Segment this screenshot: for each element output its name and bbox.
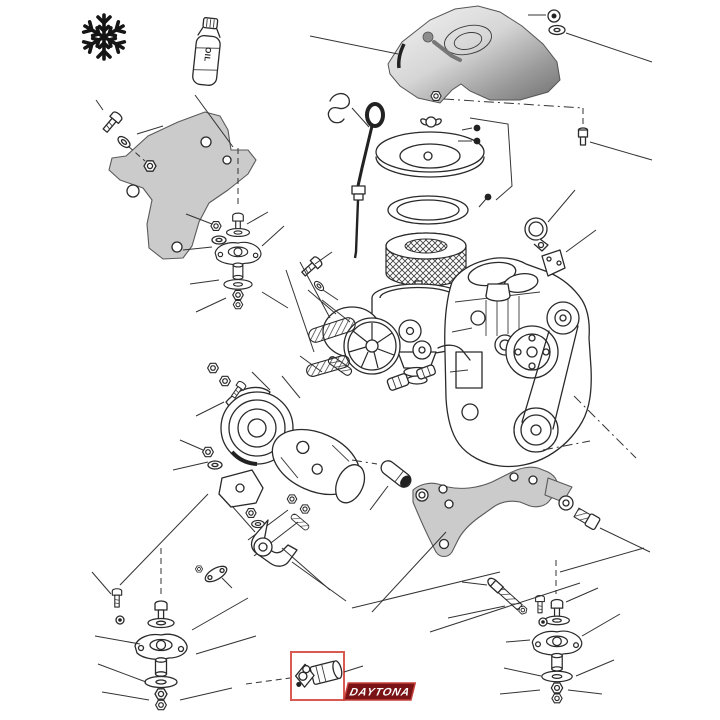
oil-label: OIL <box>202 47 213 63</box>
engine-block <box>437 229 637 468</box>
clamp-ring <box>524 217 549 252</box>
spacer-pin <box>351 459 412 511</box>
oil-bottle-icon: OIL <box>192 17 221 86</box>
cover-fasteners <box>430 9 653 252</box>
snowflake-icon <box>80 13 128 61</box>
highlighted-valve <box>245 660 364 688</box>
dipstick <box>351 102 385 259</box>
highlight-box <box>290 651 345 701</box>
engine-mount-front <box>182 148 339 313</box>
brand-logo-text: DAYTONA <box>348 687 411 699</box>
filler-hook <box>327 92 370 128</box>
engine-mount-right <box>447 547 645 703</box>
leader-lines <box>281 547 581 633</box>
engine-cover <box>309 5 561 104</box>
tensioner-lever <box>231 505 347 602</box>
engine-mount-left <box>91 493 257 710</box>
cover-nut <box>430 91 442 101</box>
fan-pulley <box>307 289 401 375</box>
left-mounting-bracket <box>95 94 257 260</box>
right-mounting-bracket <box>371 466 651 613</box>
generator <box>172 354 366 557</box>
brand-logo: DAYTONA <box>343 682 417 701</box>
